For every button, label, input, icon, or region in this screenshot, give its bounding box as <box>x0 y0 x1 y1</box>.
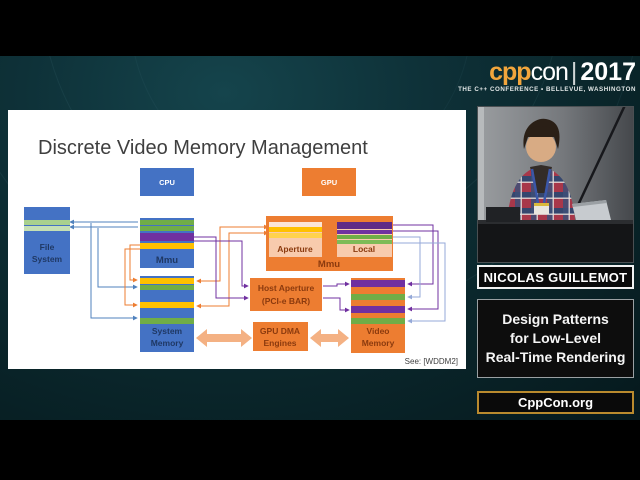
svg-text:Video: Video <box>367 326 390 336</box>
dma-arrow-left <box>196 329 252 347</box>
cppcon-footer-banner: CppCon.org <box>477 391 634 414</box>
letterbox-bottom <box>0 420 640 480</box>
talk-title-line: for Low-Level <box>509 330 601 346</box>
speaker-name: NICOLAS GUILLEMOT <box>483 269 628 285</box>
logo-year: 2017 <box>580 58 636 86</box>
speaker-name-banner: NICOLAS GUILLEMOT <box>477 265 634 289</box>
svg-text:Engines: Engines <box>263 338 296 348</box>
slide-footnote: See: [WDDM2] <box>405 357 458 366</box>
svg-text:Memory: Memory <box>151 338 184 348</box>
svg-text:System: System <box>152 326 183 336</box>
cpu-label-box: CPU <box>140 168 194 196</box>
local-box: Local <box>337 222 392 257</box>
presentation-slide: Discrete Video Memory Management CPU <box>8 110 466 369</box>
logo-divider: | <box>570 58 578 86</box>
talk-title-line: Real-Time Rendering <box>485 349 626 365</box>
svg-text:System: System <box>32 254 63 264</box>
svg-text:File: File <box>40 242 55 252</box>
system-memory-box: System Memory <box>140 276 194 352</box>
cpu-mmu-box: Mmu <box>140 218 194 268</box>
memory-diagram: Discrete Video Memory Management CPU <box>24 137 458 366</box>
gpu-label: GPU <box>321 178 337 187</box>
svg-text:Mmu: Mmu <box>156 255 178 266</box>
talk-title-line: Design Patterns <box>502 311 609 327</box>
podium <box>478 200 633 262</box>
svg-text:(PCI-e BAR): (PCI-e BAR) <box>262 296 310 306</box>
file-system-box: File System <box>24 207 70 274</box>
gpu-label-box: GPU <box>302 168 356 196</box>
dma-arrow-right <box>310 329 349 347</box>
svg-text:Local: Local <box>353 244 375 254</box>
logo-tagline: THE C++ CONFERENCE • BELLEVUE, WASHINGTO… <box>458 86 636 93</box>
svg-text:GPU DMA: GPU DMA <box>260 326 300 336</box>
letterbox-top <box>0 0 640 56</box>
cppcon-logo: cppcon|2017 THE C++ CONFERENCE • BELLEVU… <box>440 59 636 105</box>
host-aperture-box: Host Aperture (PCI-e BAR) <box>250 278 322 311</box>
svg-text:Memory: Memory <box>362 338 395 348</box>
footer-url: CppCon.org <box>517 395 594 410</box>
svg-text:Mmu: Mmu <box>318 259 340 270</box>
speaker-figure <box>506 118 576 237</box>
svg-text:Aperture: Aperture <box>277 244 313 254</box>
cpu-label: CPU <box>159 178 175 187</box>
talk-title-box: Design Patterns for Low-Level Real-Time … <box>477 299 634 378</box>
logo-cpp: cpp <box>489 58 531 86</box>
logo-con: con <box>530 58 569 86</box>
gpu-dma-engines-box: GPU DMA Engines <box>253 322 308 351</box>
slide-title: Discrete Video Memory Management <box>38 137 368 159</box>
aperture-box: Aperture <box>269 222 322 257</box>
logo-wordmark: cppcon|2017 <box>440 59 636 85</box>
gpu-mmu-box: Aperture Local Mmu <box>266 216 393 271</box>
connector-lines <box>69 219 446 324</box>
svg-text:Host Aperture: Host Aperture <box>258 283 315 293</box>
video-memory-box: Video Memory <box>351 278 405 353</box>
speaker-photo <box>477 102 634 263</box>
